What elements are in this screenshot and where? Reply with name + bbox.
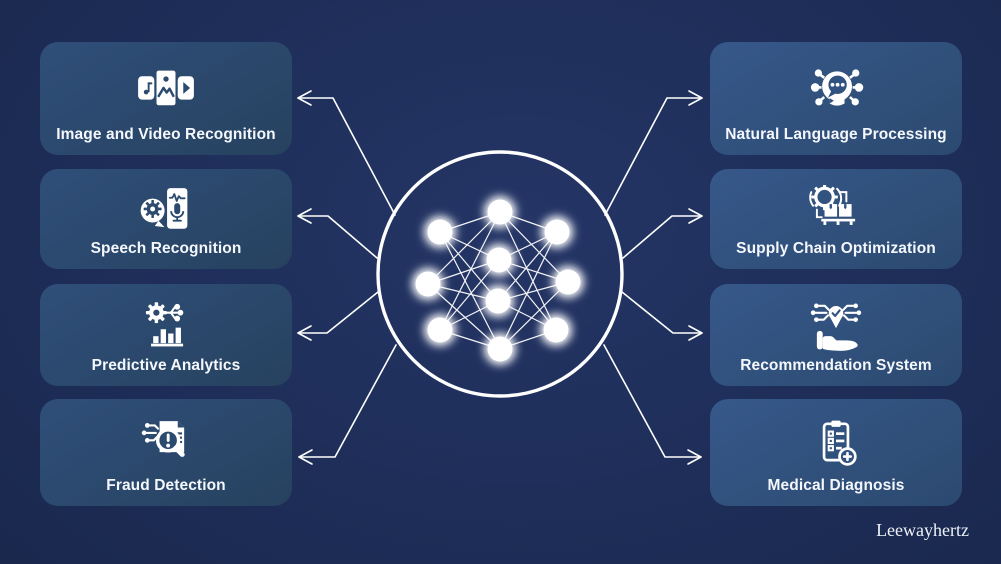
fraud-detection-icon xyxy=(138,399,194,478)
arrow-right-3-head xyxy=(688,325,703,341)
arrow-left-3-head xyxy=(297,325,312,341)
card-label: Speech Recognition xyxy=(90,239,242,257)
card-label: Predictive Analytics xyxy=(91,356,241,374)
card-supply-chain-optimization: Supply Chain Optimization xyxy=(710,169,962,269)
arrow-left-2-head xyxy=(297,208,312,224)
card-label: Image and Video Recognition xyxy=(56,125,276,143)
connector-arrows xyxy=(297,90,703,465)
arrow-left-1-head xyxy=(297,90,312,106)
card-recommendation-system: Recommendation System xyxy=(710,284,962,386)
arrow-right-2 xyxy=(622,215,703,259)
arrow-right-4-head xyxy=(687,449,702,465)
arrow-right-4 xyxy=(603,344,702,458)
arrow-left-4 xyxy=(298,344,397,458)
medical-diagnosis-icon xyxy=(809,399,863,478)
card-medical-diagnosis: Medical Diagnosis xyxy=(710,399,962,506)
network-nodes xyxy=(412,196,584,365)
media-recognition-icon xyxy=(137,42,195,127)
card-label: Fraud Detection xyxy=(106,476,226,494)
speech-recognition-icon xyxy=(138,169,194,241)
arrow-left-4-head xyxy=(298,449,313,465)
arrow-left-3 xyxy=(297,291,379,334)
brand-watermark: Leewayhertz xyxy=(876,520,969,540)
recommendation-icon xyxy=(808,284,864,358)
card-predictive-analytics: Predictive Analytics xyxy=(40,284,292,386)
card-label: Recommendation System xyxy=(740,356,932,374)
card-label: Natural Language Processing xyxy=(725,125,947,143)
predictive-analytics-icon xyxy=(138,284,194,358)
arrow-right-1-head xyxy=(688,90,703,106)
card-label: Medical Diagnosis xyxy=(767,476,905,494)
arrow-right-2-head xyxy=(688,208,703,224)
card-image-video-recognition: Image and Video Recognition xyxy=(40,42,292,155)
card-label: Supply Chain Optimization xyxy=(736,239,936,257)
arrow-left-1 xyxy=(297,97,396,216)
nlp-icon xyxy=(808,42,864,127)
arrow-left-2 xyxy=(297,215,378,259)
card-natural-language-processing: Natural Language Processing xyxy=(710,42,962,155)
arrow-right-3 xyxy=(621,291,703,334)
supply-chain-icon xyxy=(807,169,865,241)
card-speech-recognition: Speech Recognition xyxy=(40,169,292,269)
arrow-right-1 xyxy=(604,97,703,216)
central-circle xyxy=(376,150,624,398)
card-fraud-detection: Fraud Detection xyxy=(40,399,292,506)
